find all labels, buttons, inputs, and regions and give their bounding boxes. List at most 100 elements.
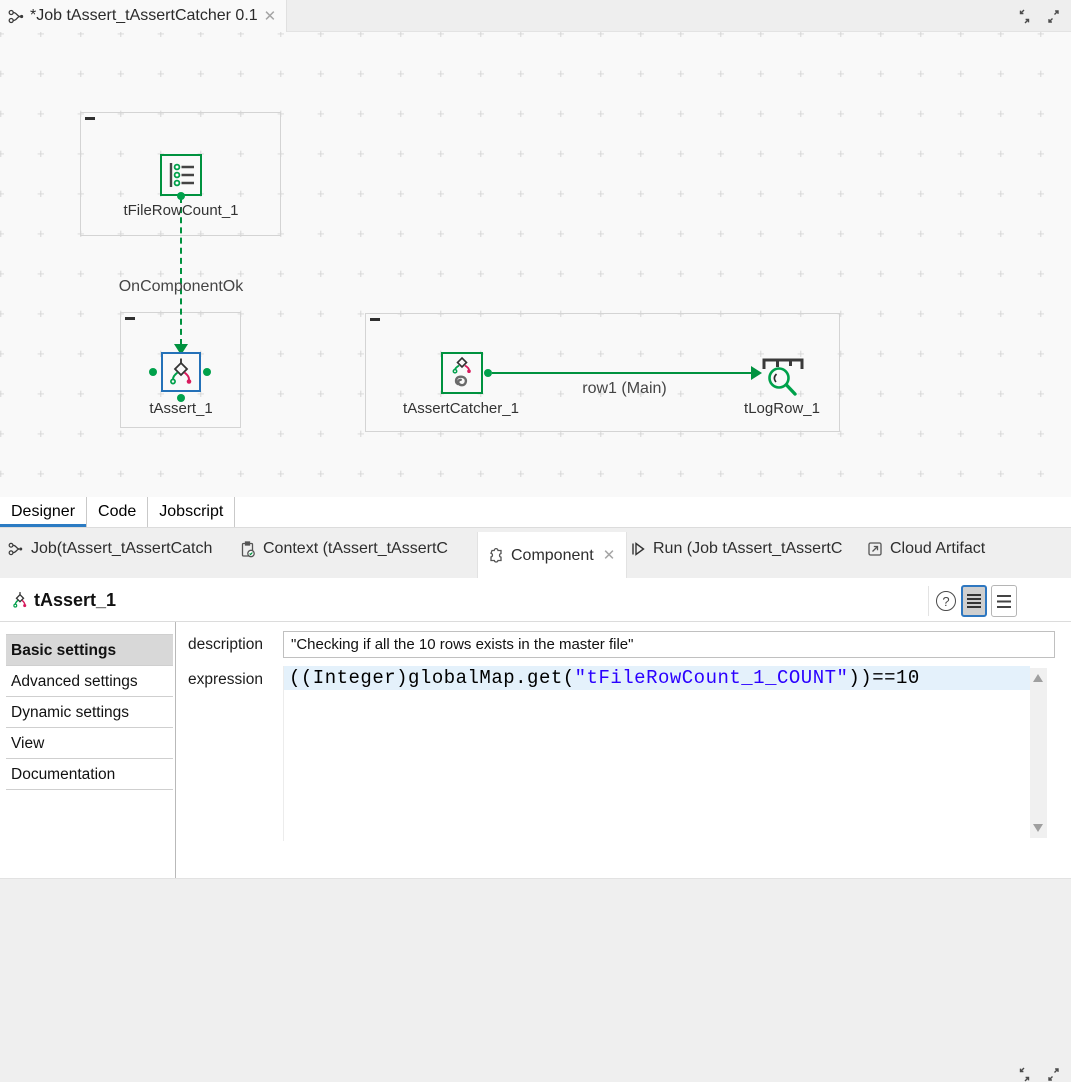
- grid-mark: +: [957, 106, 965, 121]
- grid-mark: +: [317, 146, 325, 161]
- grid-mark: +: [997, 186, 1005, 201]
- component-panel-header: tAssert_1: [0, 578, 1071, 622]
- section-basic-settings[interactable]: Basic settings: [6, 635, 173, 666]
- close-icon[interactable]: ✕: [263, 7, 277, 25]
- grid-mark: +: [397, 426, 405, 441]
- tab-designer[interactable]: Designer: [0, 497, 88, 527]
- view-tab-context[interactable]: Context (tAssert_tAssertC: [240, 532, 448, 566]
- help-button[interactable]: ?: [936, 591, 956, 611]
- node-label[interactable]: tAssert_1: [149, 400, 213, 417]
- grid-mark: +: [557, 466, 565, 481]
- section-dynamic-settings[interactable]: Dynamic settings: [6, 697, 173, 728]
- collapse-handle-icon[interactable]: [370, 318, 380, 321]
- vertical-scrollbar[interactable]: [1030, 668, 1047, 838]
- grid-mark: +: [0, 186, 5, 201]
- design-canvas[interactable]: tFileRowCount_1 OnComponentOk tAssert_1 …: [0, 32, 1071, 497]
- grid-mark: +: [877, 266, 885, 281]
- grid-mark: +: [397, 386, 405, 401]
- output-port[interactable]: [484, 369, 492, 377]
- grid-mark: +: [677, 386, 685, 401]
- connection-row1[interactable]: [492, 372, 752, 374]
- node-tassertcatcher[interactable]: [441, 352, 483, 394]
- scroll-down-icon[interactable]: [1033, 824, 1043, 832]
- grid-mark: +: [37, 386, 45, 401]
- node-tassert[interactable]: [161, 352, 201, 392]
- grid-mark: +: [877, 66, 885, 81]
- grid-mark: +: [757, 386, 765, 401]
- grid-mark: +: [877, 106, 885, 121]
- grid-mark: +: [997, 426, 1005, 441]
- grid-mark: +: [37, 186, 45, 201]
- vertical-layout-button[interactable]: [961, 585, 987, 617]
- grid-mark: +: [837, 146, 845, 161]
- scroll-up-icon[interactable]: [1033, 674, 1043, 682]
- editor-tab-job[interactable]: *Job tAssert_tAssertCatcher 0.1 ✕: [0, 0, 288, 32]
- grid-mark: +: [317, 466, 325, 481]
- section-documentation[interactable]: Documentation: [6, 759, 173, 790]
- expression-code-line[interactable]: ((Integer)globalMap.get("tFileRowCount_1…: [284, 666, 1030, 690]
- collapse-handle-icon[interactable]: [125, 317, 135, 320]
- node-tfilerowcount[interactable]: [160, 154, 202, 196]
- connection-label[interactable]: OnComponentOk: [118, 278, 244, 295]
- grid-mark: +: [317, 306, 325, 321]
- maximize-icon[interactable]: [1045, 1067, 1062, 1082]
- grid-mark: +: [397, 186, 405, 201]
- grid-mark: +: [37, 426, 45, 441]
- grid-mark: +: [357, 346, 365, 361]
- grid-mark: +: [877, 386, 885, 401]
- grid-mark: +: [637, 346, 645, 361]
- grid-mark: +: [77, 306, 85, 321]
- arrowhead-down-icon: [174, 344, 188, 355]
- section-advanced-settings[interactable]: Advanced settings: [6, 666, 173, 697]
- grid-mark: +: [237, 466, 245, 481]
- grid-mark: +: [437, 186, 445, 201]
- grid-mark: +: [597, 426, 605, 441]
- grid-mark: +: [917, 386, 925, 401]
- node-tlogrow[interactable]: [760, 353, 806, 399]
- minimize-icon[interactable]: [1016, 1067, 1033, 1082]
- grid-mark: +: [997, 226, 1005, 241]
- selection-rect-tassertcatcher-group[interactable]: [365, 313, 840, 432]
- grid-mark: +: [837, 386, 845, 401]
- tab-code[interactable]: Code: [87, 497, 149, 527]
- grid-mark: +: [237, 66, 245, 81]
- output-port[interactable]: [177, 394, 185, 402]
- input-port[interactable]: [149, 368, 157, 376]
- grid-mark: +: [317, 346, 325, 361]
- grid-mark: +: [597, 226, 605, 241]
- output-port[interactable]: [203, 368, 211, 376]
- grid-mark: +: [197, 426, 205, 441]
- grid-mark: +: [957, 346, 965, 361]
- collapse-handle-icon[interactable]: [85, 117, 95, 120]
- horizontal-layout-button[interactable]: [991, 585, 1017, 617]
- grid-mark: +: [37, 106, 45, 121]
- grid-mark: +: [197, 466, 205, 481]
- description-input[interactable]: [283, 631, 1055, 658]
- connection-label[interactable]: row1 (Main): [582, 380, 667, 397]
- grid-mark: +: [77, 266, 85, 281]
- grid-mark: +: [117, 266, 125, 281]
- maximize-icon[interactable]: [1045, 9, 1062, 24]
- expression-editor[interactable]: ((Integer)globalMap.get("tFileRowCount_1…: [283, 666, 1047, 841]
- section-view[interactable]: View: [6, 728, 173, 759]
- grid-mark: +: [237, 146, 245, 161]
- grid-mark: +: [477, 266, 485, 281]
- grid-mark: +: [917, 226, 925, 241]
- grid-mark: +: [677, 226, 685, 241]
- view-tab-run[interactable]: Run (Job tAssert_tAssertC: [630, 532, 842, 566]
- node-label[interactable]: tLogRow_1: [744, 400, 820, 417]
- grid-mark: +: [437, 466, 445, 481]
- view-tab-component[interactable]: Component ✕: [477, 532, 628, 579]
- grid-mark: +: [597, 32, 605, 41]
- close-icon[interactable]: ✕: [602, 547, 616, 564]
- view-tab-job[interactable]: Job(tAssert_tAssertCatch: [8, 532, 212, 566]
- node-label[interactable]: tAssertCatcher_1: [403, 400, 519, 417]
- connection-oncomponentok[interactable]: [180, 197, 182, 345]
- minimize-icon[interactable]: [1016, 9, 1033, 24]
- tab-jobscript[interactable]: Jobscript: [148, 497, 236, 527]
- view-tab-cloud-artifact[interactable]: Cloud Artifact: [867, 532, 985, 566]
- node-label[interactable]: tFileRowCount_1: [123, 202, 239, 219]
- grid-mark: +: [677, 66, 685, 81]
- grid-mark: +: [1037, 106, 1045, 121]
- output-port[interactable]: [177, 192, 185, 200]
